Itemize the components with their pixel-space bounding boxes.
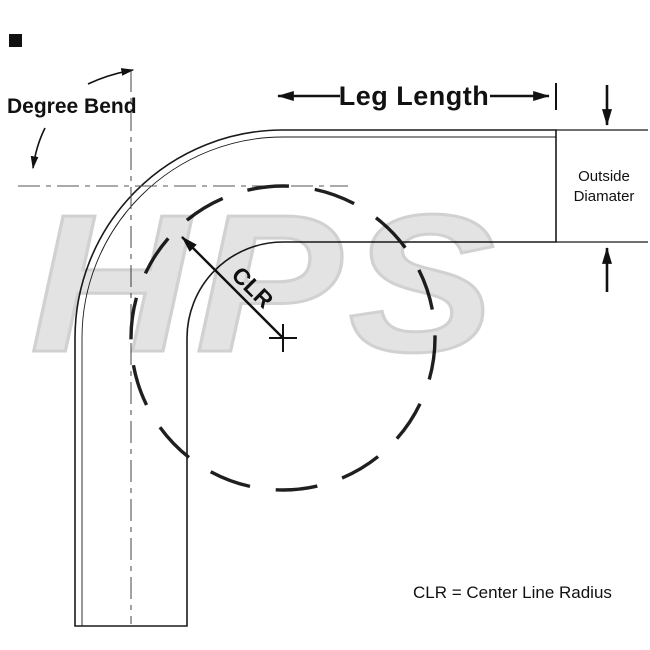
- outside-diameter-label-line2: Diamater: [574, 188, 635, 205]
- clr-radius-arrow: [181, 236, 284, 339]
- clr-label: CLR: [227, 261, 279, 313]
- clr-footnote: CLR = Center Line Radius: [413, 583, 612, 602]
- outside-diameter-label-line1: Outside: [578, 168, 630, 185]
- leg-length-label: Leg Length: [339, 81, 489, 111]
- degree-bend-label: Degree Bend: [7, 95, 137, 118]
- degree-arc-lower: [30, 127, 46, 170]
- corner-mark: [9, 34, 22, 47]
- bend-radius-circle: [129, 184, 437, 492]
- tube-outline: [74, 129, 557, 627]
- tube-wall-line: [81, 136, 556, 626]
- degree-arc-upper: [87, 68, 135, 85]
